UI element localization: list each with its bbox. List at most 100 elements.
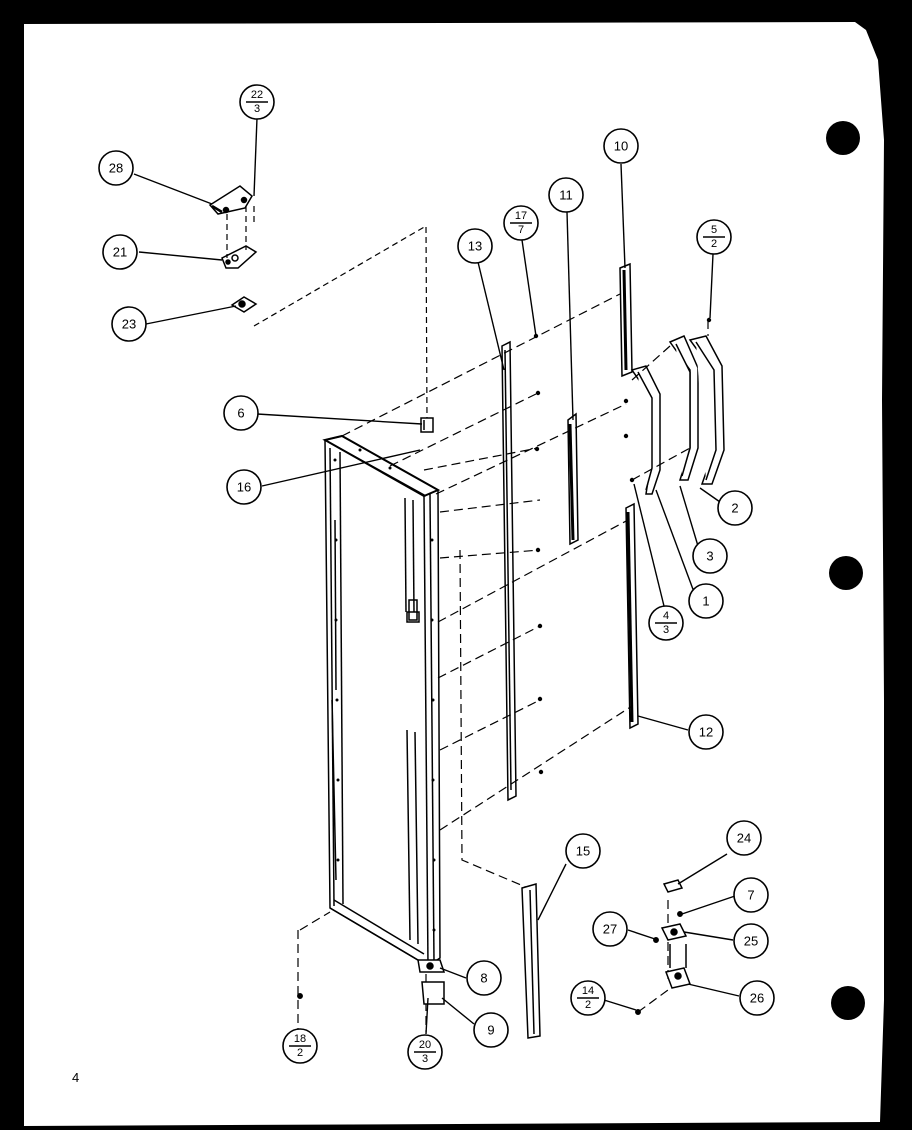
callout-9: 9 [473,1012,509,1048]
callout-label: 18 [294,1033,306,1045]
punch-hole [829,556,863,590]
callout-7: 7 [733,877,769,913]
callout-8: 8 [466,960,502,996]
callout-leaders [133,117,740,1035]
trim-strip-13 [501,340,517,802]
callout-quantity: 7 [518,224,524,236]
callout-circle [592,911,628,947]
callout-label: 22 [251,89,263,101]
callout-label: 8 [480,971,487,986]
callout-1: 1 [688,583,724,619]
callout-circle [688,714,724,750]
callout-label: 17 [515,210,527,222]
callout-circle [688,583,724,619]
callout-label: 11 [559,188,573,203]
trim-strip-12 [625,502,639,730]
callout-10: 10 [603,128,639,164]
callout-circle [98,150,134,186]
callout-label: 23 [122,317,136,332]
callout-quantity: 3 [254,103,260,115]
callout-circle [733,877,769,913]
callout-label: 28 [109,161,123,176]
callout-24: 24 [726,820,762,856]
callout-circle [726,820,762,856]
callout-25: 25 [733,923,769,959]
callout-circle [223,395,259,431]
callout-label: 21 [113,245,127,260]
callout-2: 2 [717,490,753,526]
callout-label: 25 [744,934,758,949]
callout-group: 2822321236161317711105223143121524727252… [98,84,775,1070]
callout-circle [717,490,753,526]
trim-strip-10 [619,262,633,378]
callout-label: 9 [487,1023,494,1038]
callout-circle [739,980,775,1016]
punch-hole [826,121,860,155]
callout-16: 16 [226,469,262,505]
callout-circle [733,923,769,959]
kick-plate-15 [521,883,541,1039]
trim-strip-11 [567,412,579,546]
callout-12: 12 [688,714,724,750]
lower-bracket-parts [635,879,692,1015]
callout-quantity: 2 [585,999,591,1011]
callout-label: 12 [699,725,713,740]
callout-5-2: 52 [696,219,732,255]
callout-circle [111,306,147,342]
callout-label: 6 [237,406,244,421]
callout-label: 7 [747,888,754,903]
assembly-leader-dashes [297,293,709,1032]
callout-quantity: 3 [422,1053,428,1065]
callout-28: 28 [98,150,134,186]
paper-sheet [24,22,884,1126]
callout-quantity: 2 [711,238,717,250]
callout-27: 27 [592,911,628,947]
callout-circle [692,538,728,574]
callout-label: 3 [706,549,713,564]
callout-circle [548,177,584,213]
callout-circle [102,234,138,270]
callout-label: 26 [750,991,764,1006]
callout-3: 3 [692,538,728,574]
callout-23: 23 [111,306,147,342]
callout-circle [565,833,601,869]
callout-21: 21 [102,234,138,270]
callout-label: 10 [614,139,628,154]
callout-6: 6 [223,395,259,431]
top-hinge-parts [208,185,258,313]
callout-circle [226,469,262,505]
callout-label: 20 [419,1039,431,1051]
callout-circle [603,128,639,164]
callout-quantity: 2 [297,1047,303,1059]
punch-hole [831,986,865,1020]
top-hinge-leader-dashes [226,206,428,421]
callout-15: 15 [565,833,601,869]
callout-14-2: 142 [570,980,606,1016]
callout-17-7: 177 [503,205,539,241]
page-number: 4 [72,1070,79,1085]
handle-parts [630,335,725,495]
callout-label: 2 [731,501,738,516]
callout-label: 5 [711,224,717,236]
callout-11: 11 [548,177,584,213]
callout-label: 14 [582,985,594,997]
callout-20-3: 203 [407,1034,443,1070]
callout-label: 16 [237,480,251,495]
door-stop-parts [420,417,434,433]
callout-22-3: 223 [239,84,275,120]
callout-26: 26 [739,980,775,1016]
callout-circle [473,1012,509,1048]
callout-label: 15 [576,844,590,859]
callout-label: 4 [663,610,669,622]
bottom-hinge-parts [297,959,446,1005]
callout-18-2: 182 [282,1028,318,1064]
callout-4-3: 43 [648,605,684,641]
door-panel [322,434,441,967]
callout-label: 24 [737,831,751,846]
callout-label: 13 [468,239,482,254]
callout-circle [457,228,493,264]
callout-label: 27 [603,922,617,937]
callout-quantity: 3 [663,624,669,636]
